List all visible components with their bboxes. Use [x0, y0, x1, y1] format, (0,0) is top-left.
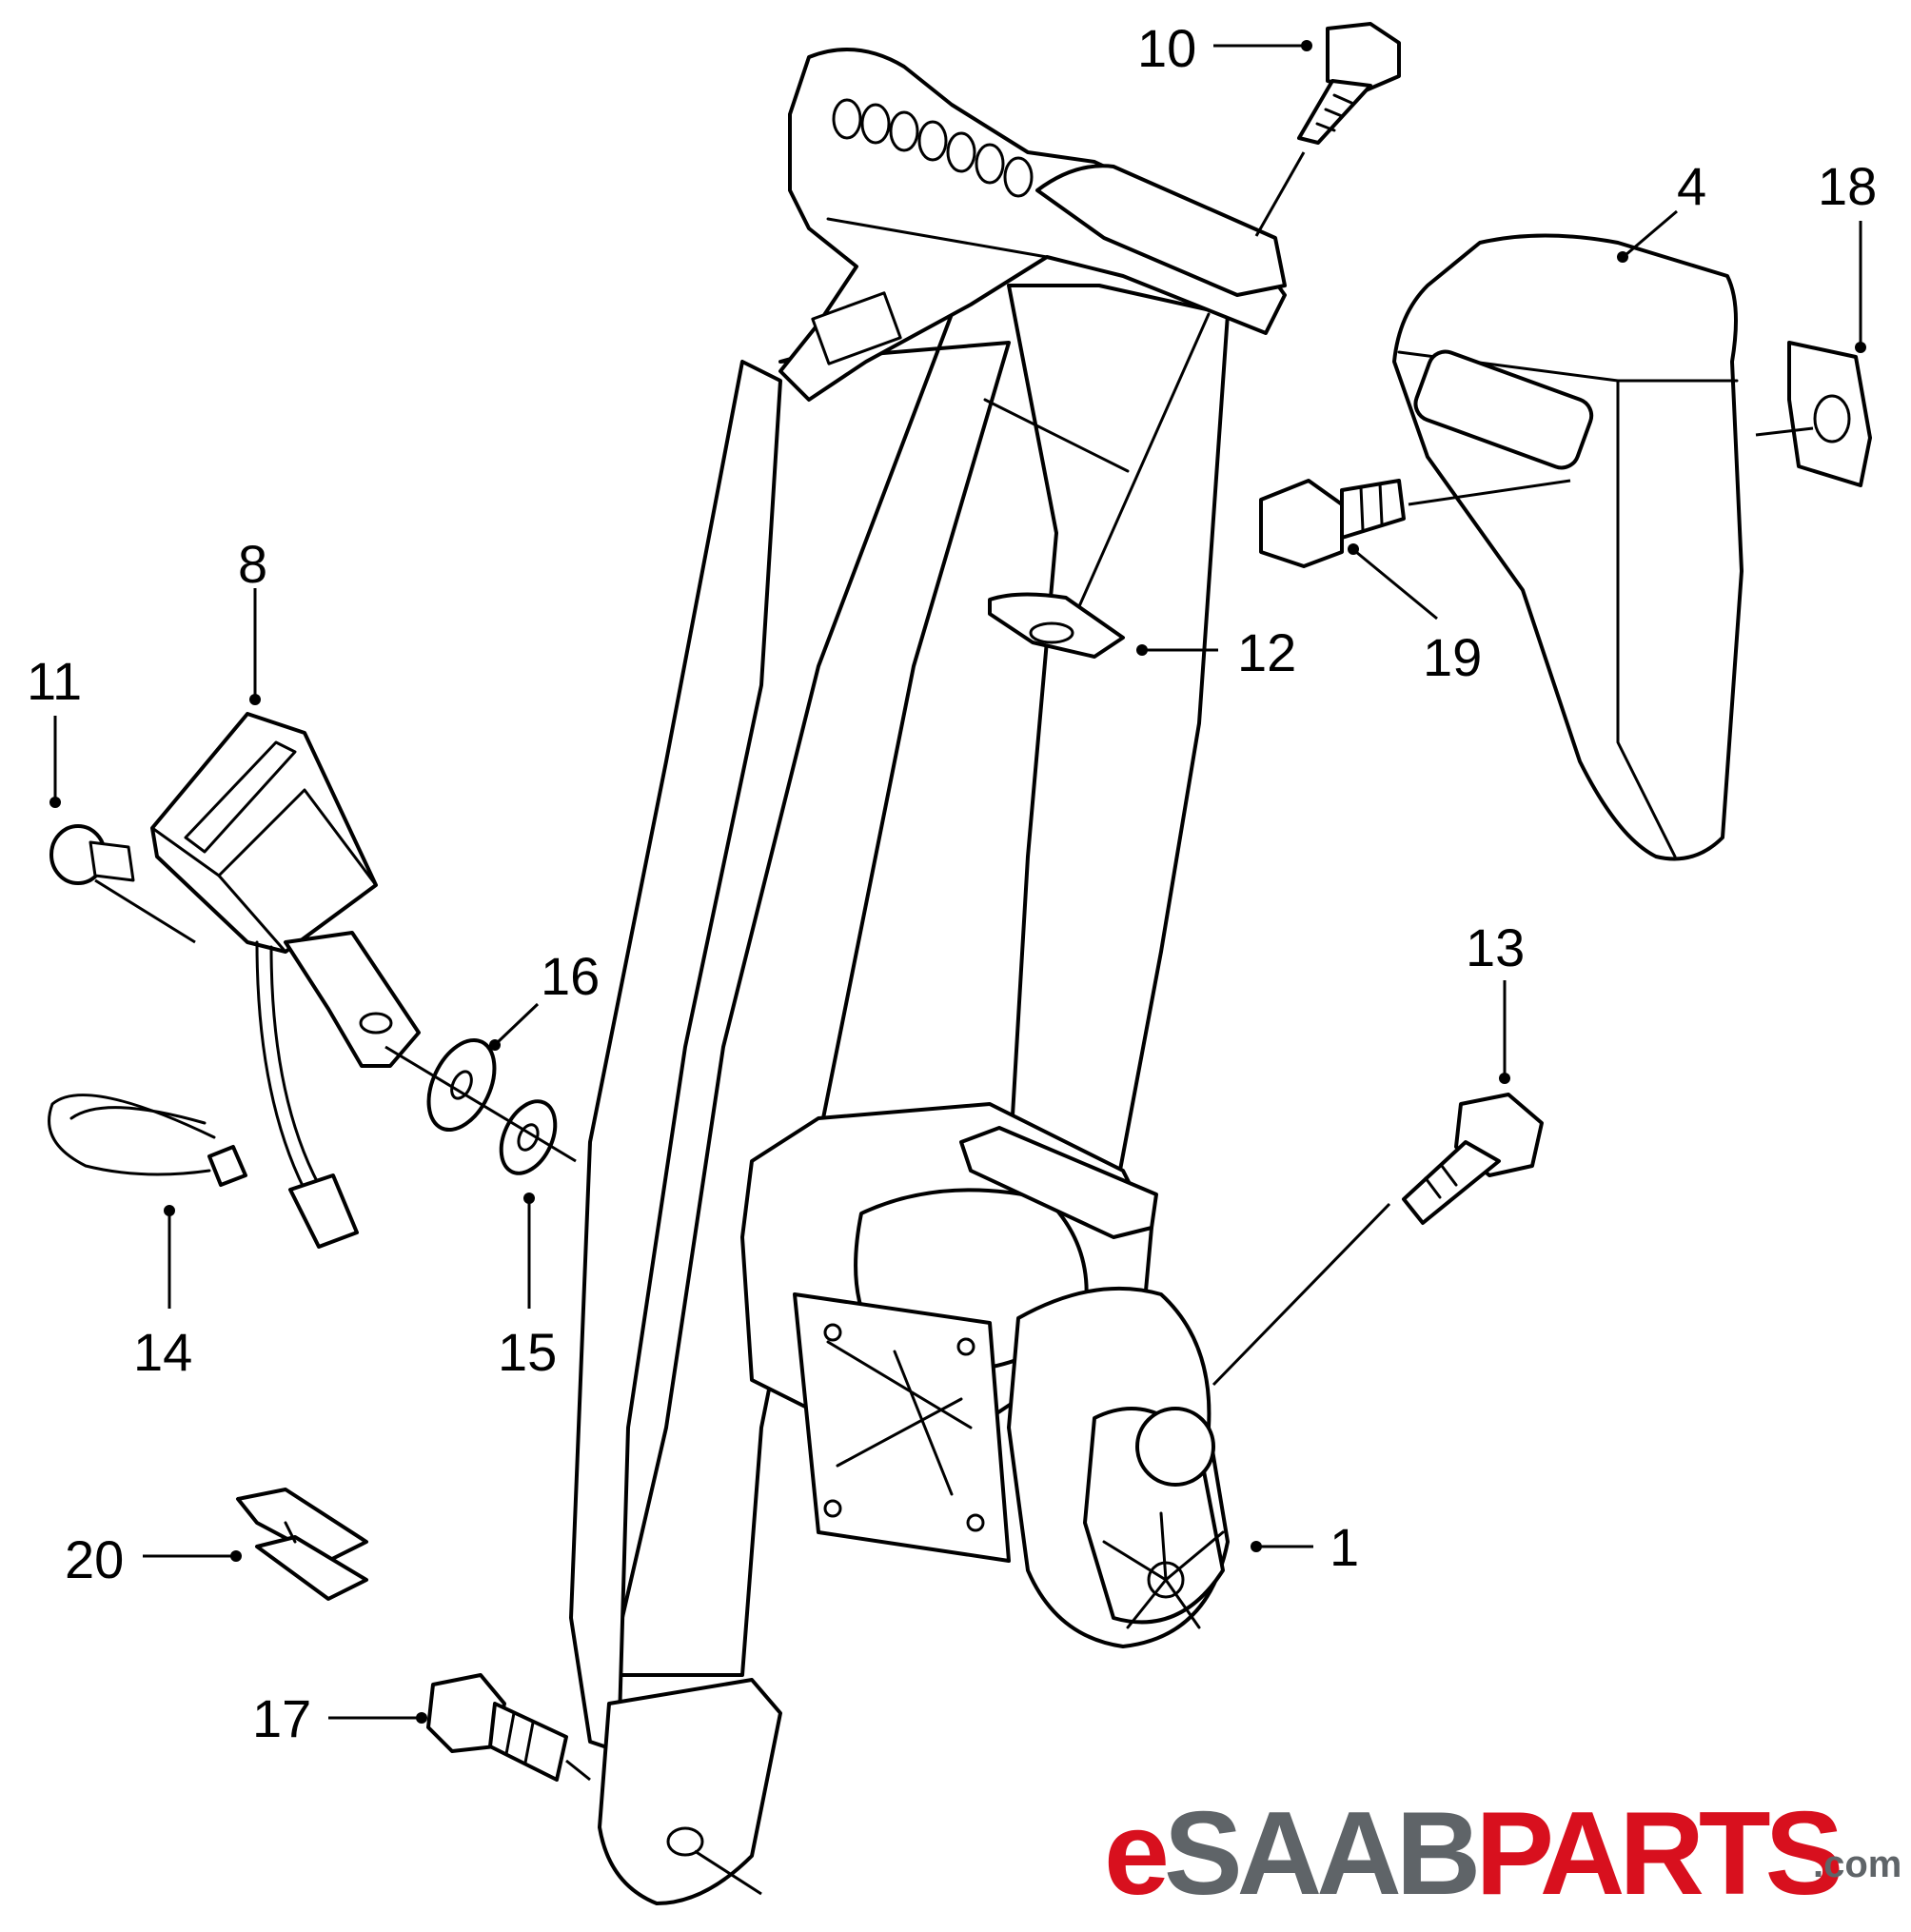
callout-12: 12 — [1237, 622, 1296, 682]
callout-14: 14 — [133, 1322, 192, 1382]
callout-8: 8 — [238, 534, 267, 594]
guide-clip-12 — [988, 592, 1125, 659]
callout-13: 13 — [1466, 917, 1525, 977]
clip-20 — [236, 1488, 368, 1601]
logo-parts: PARTS — [1475, 1788, 1839, 1920]
logo-e: e — [1104, 1788, 1166, 1920]
washer-16 — [426, 1037, 497, 1133]
callout-15: 15 — [498, 1322, 557, 1382]
callout-labels: 1 4 8 10 11 12 13 14 15 16 17 18 19 20 — [27, 18, 1877, 1748]
callout-20: 20 — [65, 1529, 124, 1589]
callout-4: 4 — [1677, 156, 1706, 216]
screw-11 — [49, 824, 196, 944]
webbing-stitching — [832, 98, 1034, 198]
svg-text:eSAABPARTS: eSAABPARTS — [1104, 1788, 1840, 1920]
retractor-1 — [740, 1102, 1391, 1648]
upper-belt-guide — [778, 48, 1287, 402]
callout-11: 11 — [27, 651, 82, 711]
trim-cover-4 — [1392, 233, 1744, 861]
callout-10: 10 — [1137, 18, 1196, 78]
bolt-10 — [1254, 22, 1401, 237]
bolt-19 — [1259, 479, 1571, 568]
lower-anchor — [598, 1678, 782, 1905]
callout-leaders — [49, 40, 1866, 1724]
clip-nut-18 — [1755, 341, 1872, 487]
callout-19: 19 — [1423, 627, 1482, 687]
callout-17: 17 — [252, 1688, 311, 1748]
esaabparts-logo: eSAABPARTS .com — [1104, 1788, 1901, 1920]
callout-18: 18 — [1818, 156, 1877, 216]
callout-1: 1 — [1330, 1517, 1359, 1577]
logo-com: .com — [1813, 1843, 1901, 1885]
buckle-8 — [150, 712, 421, 1249]
washer-15 — [384, 1045, 577, 1175]
bolt-17 — [426, 1673, 591, 1782]
cable-tie-14 — [48, 1094, 247, 1187]
callout-16: 16 — [541, 946, 600, 1006]
logo-saab: SAAB — [1164, 1788, 1476, 1920]
bolt-13 — [1402, 1093, 1544, 1225]
belt-webbing — [569, 284, 1230, 1753]
